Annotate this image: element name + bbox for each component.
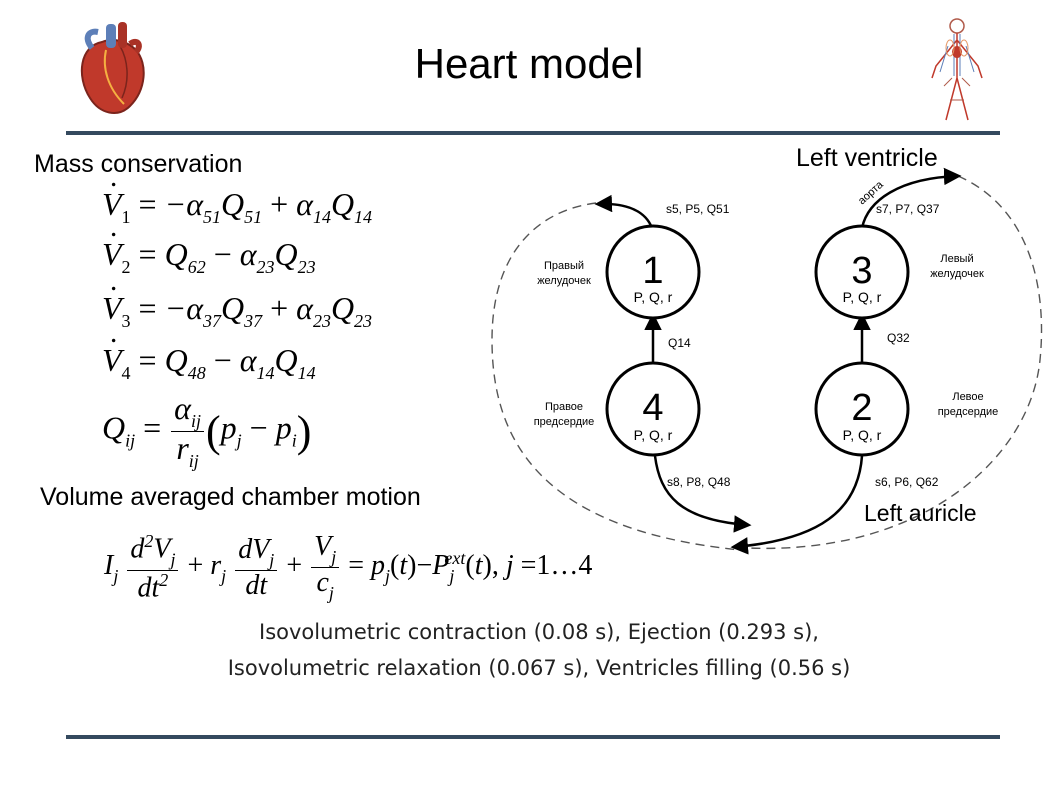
systemic-loop — [747, 175, 1043, 550]
label-out-1: s5, P5, Q51 — [666, 202, 730, 216]
circulatory-system-icon — [931, 18, 983, 121]
equation-v2: V2 = Q62 − α23Q23 — [102, 210, 316, 278]
node-4: 4 P, Q, r — [605, 361, 701, 457]
equation-v3: V3 = −α37Q37 + α23Q23 — [102, 264, 372, 332]
node-1: 1 P, Q, r — [605, 224, 701, 320]
label-left-ventricle: Left ventricle — [796, 144, 938, 172]
slide-title: Heart model — [414, 40, 644, 87]
label-left-ventricle-ru-2: желудочек — [930, 268, 984, 280]
bottom-rule — [66, 735, 1000, 739]
label-right-ventricle-2: желудочек — [537, 275, 591, 287]
label-q14: Q14 — [668, 336, 691, 350]
phases-line-1: Isovolumetric contraction (0.08 s), Ejec… — [259, 620, 819, 644]
phases-line-2: Isovolumetric relaxation (0.067 s), Vent… — [227, 656, 851, 680]
label-right-atrium-1: Правое — [545, 401, 583, 413]
svg-text:P, Q, r: P, Q, r — [843, 289, 882, 305]
svg-text:P, Q, r: P, Q, r — [634, 427, 673, 443]
svg-text:4: 4 — [642, 387, 663, 429]
arrow-in-4 — [653, 455, 752, 533]
pulmonary-loop — [491, 202, 741, 551]
node-2: 2 P, Q, r — [814, 361, 910, 457]
label-right-atrium-2: предсердие — [534, 416, 595, 428]
svg-text:3: 3 — [851, 250, 872, 292]
label-out-3: s7, P7, Q37 — [876, 202, 940, 216]
svg-text:P, Q, r: P, Q, r — [634, 289, 673, 305]
top-rule — [66, 131, 1000, 135]
svg-text:2: 2 — [851, 387, 872, 429]
equation-v1: V1 = −α51Q51 + α14Q14 — [102, 160, 372, 228]
chamber-motion-heading: Volume averaged chamber motion — [40, 483, 421, 511]
label-right-ventricle-1: Правый — [544, 260, 584, 272]
label-in-2: s6, P6, Q62 — [875, 475, 939, 489]
label-left-auricle: Left auricle — [864, 500, 977, 526]
label-left-atrium-1: Левое — [952, 391, 983, 403]
heart-anatomy-icon — [81, 22, 145, 114]
arrow-out-1 — [594, 194, 654, 229]
heart-chamber-diagram: 1 P, Q, r 3 P, Q, r 4 P, Q, r 2 P, Q, r … — [491, 144, 1043, 555]
svg-text:1: 1 — [642, 250, 663, 292]
label-in-4: s8, P8, Q48 — [667, 475, 731, 489]
arrow-in-2 — [730, 455, 864, 555]
svg-text:P, Q, r: P, Q, r — [843, 427, 882, 443]
label-left-ventricle-ru-1: Левый — [940, 253, 973, 265]
node-3: 3 P, Q, r — [814, 224, 910, 320]
mass-conservation-heading: Mass conservation — [34, 150, 243, 178]
label-left-atrium-2: предсердие — [938, 406, 999, 418]
equation-v4: V4 = Q48 − α14Q14 — [102, 316, 316, 384]
label-q32: Q32 — [887, 331, 910, 345]
arrow-out-3 — [860, 167, 962, 229]
